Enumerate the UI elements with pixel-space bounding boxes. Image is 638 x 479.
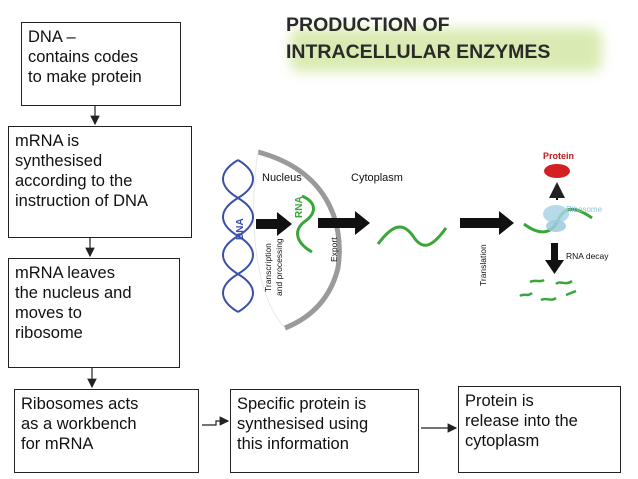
transcription-arrow bbox=[256, 212, 292, 236]
protein-icon bbox=[544, 164, 570, 178]
nucleus-label: Nucleus bbox=[262, 172, 302, 184]
page-title: PRODUCTION OF INTRACELLULAR ENZYMES bbox=[286, 14, 551, 63]
rna-decay-arrow bbox=[545, 243, 564, 274]
ribosome-icon bbox=[543, 205, 569, 232]
dna-helix bbox=[222, 159, 254, 313]
rna-strand-nucleus bbox=[296, 194, 315, 254]
protein-label: Protein bbox=[543, 151, 574, 161]
arrow-ribosome-to-protein bbox=[202, 416, 230, 426]
cytoplasm-label: Cytoplasm bbox=[351, 172, 403, 184]
export-label: Export bbox=[329, 237, 339, 262]
dna-box: DNA – contains codes to make protein bbox=[21, 22, 181, 106]
ribosome-workbench-box: Ribosomes acts as a workbench for mRNA bbox=[14, 389, 199, 473]
protein-synthesised-box: Specific protein is synthesised using th… bbox=[230, 389, 419, 473]
rna-strand-cytoplasm bbox=[376, 225, 448, 247]
rna-decay-label: RNA decay bbox=[566, 251, 609, 261]
translation-label: Translation bbox=[478, 244, 488, 286]
mrna-leaves-box: mRNA leaves the nucleus and moves to rib… bbox=[8, 258, 180, 368]
translation-arrow bbox=[460, 211, 514, 235]
protein-release-box: Protein is release into the cytoplasm bbox=[458, 386, 621, 473]
transcription-label: Transcription bbox=[263, 243, 273, 292]
ribosome-label: Ribosome bbox=[566, 205, 603, 214]
nucleus-membrane bbox=[257, 149, 342, 331]
title-highlight bbox=[290, 28, 602, 72]
mrna-synthesised-box: mRNA is synthesised according to the ins… bbox=[8, 126, 192, 238]
export-arrow bbox=[318, 211, 370, 235]
rna-fragments bbox=[519, 278, 577, 302]
dna-label: DNA bbox=[235, 218, 246, 240]
processing-label: and processing bbox=[274, 238, 284, 296]
rna-label: RNA bbox=[294, 196, 305, 218]
